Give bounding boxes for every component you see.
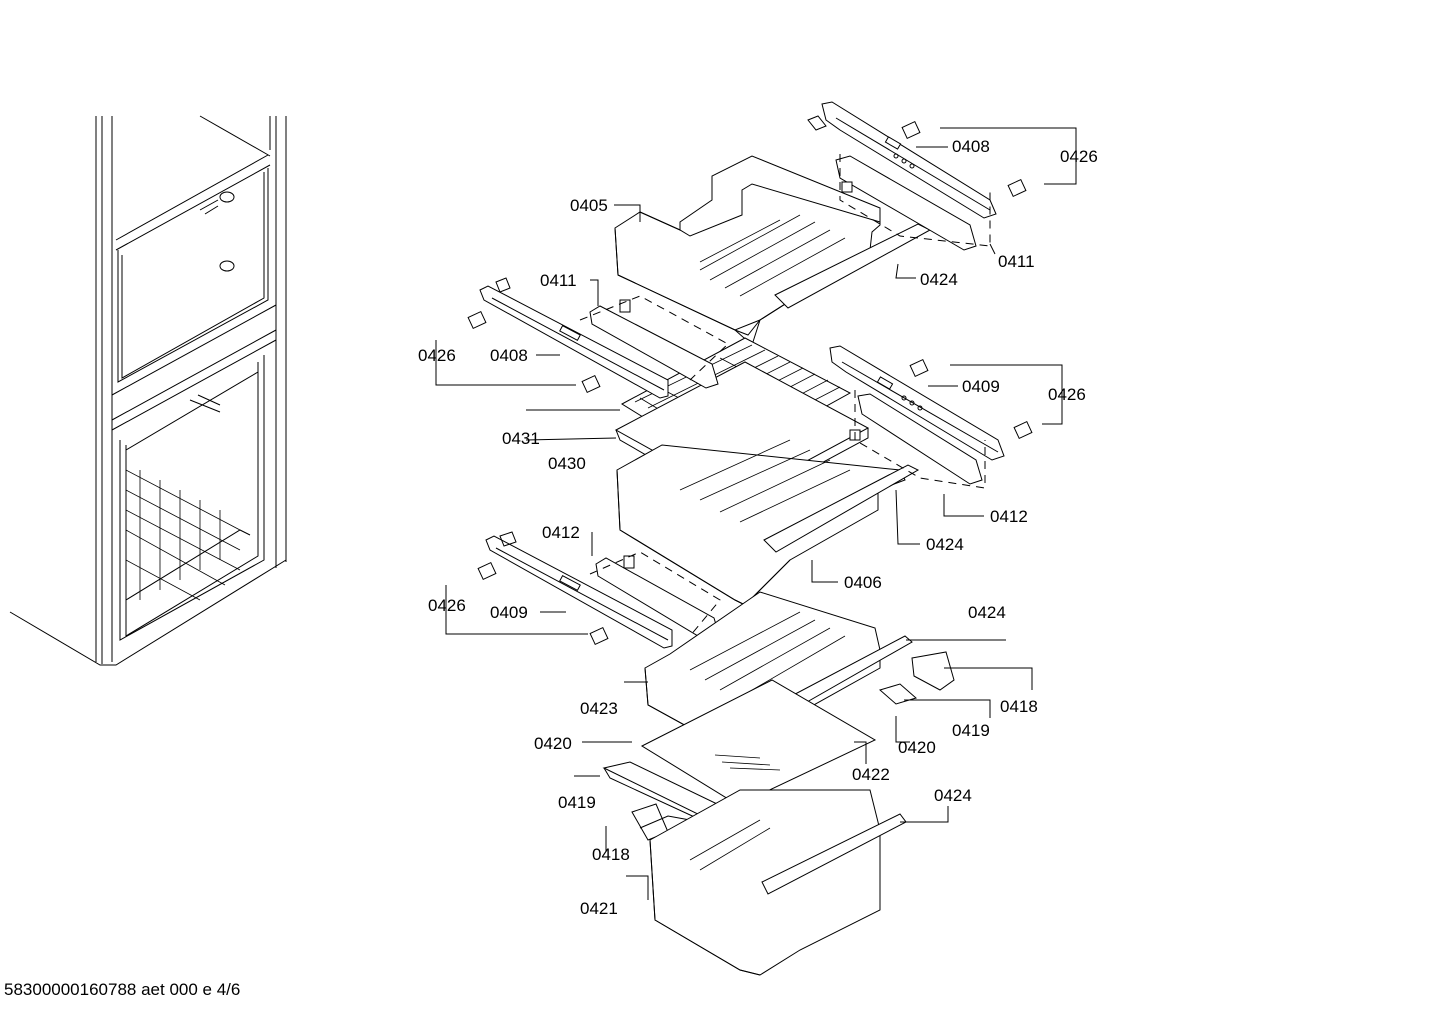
callout-0422: 0422 (852, 765, 890, 784)
bushings-drawing (467, 120, 1033, 646)
callout-0426-upper-right: 0426 (1060, 147, 1098, 166)
callout-0431: 0431 (502, 429, 540, 448)
bottom-bin-drawing (649, 789, 907, 976)
callout-0420-left: 0420 (534, 734, 572, 753)
middle-drawer-drawing (616, 439, 920, 606)
lower-left-rail-drawing (485, 531, 721, 649)
callout-0424-upper: 0424 (920, 270, 958, 289)
callout-0426-upper-left: 0426 (418, 346, 456, 365)
callout-0408-upper: 0408 (952, 137, 990, 156)
callout-0419-right: 0419 (952, 721, 990, 740)
middle-right-rail-drawing (829, 345, 1005, 489)
callout-0409-left: 0409 (490, 603, 528, 622)
callout-0421: 0421 (580, 899, 618, 918)
cover-plates-drawing (602, 651, 955, 841)
upper-drawer-drawing (614, 155, 932, 346)
callout-labels: 0408 0426 0405 0411 0424 0426 0408 0411 … (418, 137, 1098, 918)
callout-0408-left: 0408 (490, 346, 528, 365)
callout-0430: 0430 (548, 454, 586, 473)
callout-0420-right: 0420 (898, 738, 936, 757)
callout-0418-right: 0418 (1000, 697, 1038, 716)
fridge-cabinet-drawing (9, 115, 287, 666)
callout-0411-left: 0411 (540, 271, 577, 290)
upper-right-rail-drawing (807, 101, 997, 251)
callout-0406: 0406 (844, 573, 882, 592)
callout-0426-lower-left: 0426 (428, 596, 466, 615)
document-footer-code: 58300000160788 aet 000 e 4/6 (4, 980, 241, 999)
callout-0412-right: 0412 (990, 507, 1028, 526)
callout-0418-left: 0418 (592, 845, 630, 864)
callout-0419-left: 0419 (558, 793, 596, 812)
upper-left-rail-drawing (479, 277, 729, 399)
leader-lines (435, 127, 1077, 900)
callout-0426-middle-right: 0426 (1048, 385, 1086, 404)
callout-0412-left: 0412 (542, 523, 580, 542)
callout-0411-right: 0411 (998, 252, 1035, 271)
callout-0405: 0405 (570, 196, 608, 215)
callout-0409-right: 0409 (962, 377, 1000, 396)
callout-0424-lower: 0424 (968, 603, 1006, 622)
callout-0424-middle: 0424 (926, 535, 964, 554)
callout-0423: 0423 (580, 699, 618, 718)
callout-0424-bottom: 0424 (934, 786, 972, 805)
